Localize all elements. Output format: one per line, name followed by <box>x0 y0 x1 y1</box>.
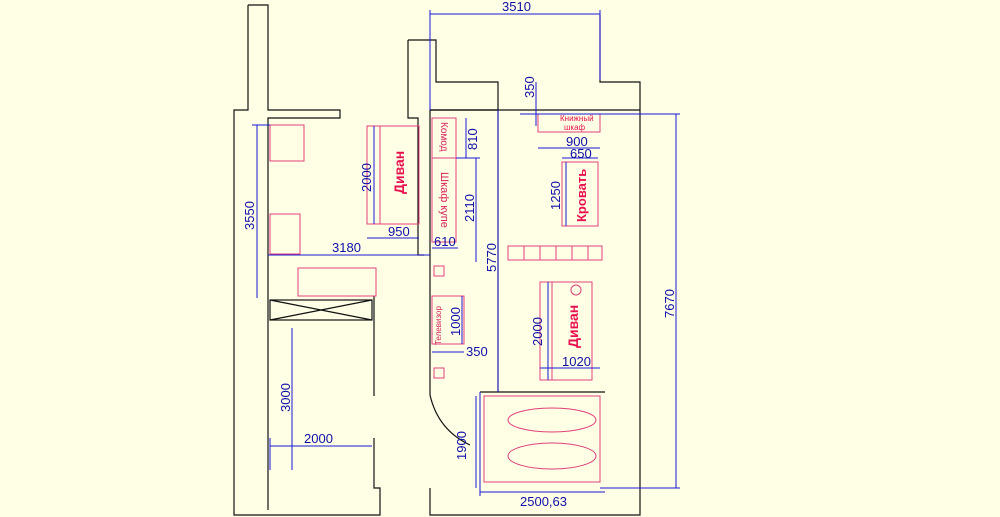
dim-top-width: 3510 <box>502 0 531 14</box>
dim-wardrobe-length: 2110 <box>462 194 477 222</box>
label-wardrobe: Шкаф купе <box>438 172 450 228</box>
dim-left-width: 3180 <box>332 240 361 255</box>
dim-sofa-left-length: 2000 <box>359 163 374 192</box>
dim-top-offset: 350 <box>522 76 537 98</box>
label-commode: Комод <box>438 122 449 152</box>
tv-rect <box>431 295 465 345</box>
left-cabinet-mid <box>269 213 301 255</box>
small-square-2 <box>433 367 445 379</box>
dim-bed-length: 1250 <box>548 181 563 210</box>
door-arc <box>429 394 471 446</box>
sink-oval-top <box>507 407 597 433</box>
label-bookshelf-2: шкаф <box>564 123 586 132</box>
left-outer-wall <box>233 5 381 516</box>
shelf-row <box>507 245 603 261</box>
dim-commode-depth: 810 <box>465 128 480 150</box>
label-bookshelf-1: Книжный <box>560 114 594 123</box>
dim-left-room-height: 3550 <box>242 201 257 230</box>
bath-rect <box>483 395 601 483</box>
lamp-circle <box>570 284 582 296</box>
dimension-texts: 3510 3550 3180 3000 2000 2000 950 810 21… <box>242 0 677 509</box>
dim-bed-width: 650 <box>570 146 592 161</box>
bed-rect <box>561 161 599 227</box>
dim-bookshelf-width: 900 <box>566 134 588 149</box>
dim-tv-length: 1000 <box>448 307 463 336</box>
left-desk <box>297 267 377 297</box>
label-tv: Телевизор <box>434 306 443 345</box>
dim-tv-depth: 350 <box>466 344 488 359</box>
label-sofa-left: Диван <box>391 151 407 194</box>
furniture <box>269 113 603 483</box>
left-cabinet-top <box>269 124 305 162</box>
center-top-wall <box>407 40 424 256</box>
dim-bath-width: 2500,63 <box>520 494 567 509</box>
center-stub <box>408 39 499 395</box>
dim-sofa-left-depth: 950 <box>388 224 410 239</box>
dim-sofa-right-length: 2000 <box>530 317 545 346</box>
furniture-labels: Диван Комод Шкаф купе Книжный шкаф Крова… <box>391 114 594 348</box>
label-sofa-right: Диван <box>565 305 581 348</box>
dim-bath-height: 1900 <box>454 431 469 460</box>
dim-balcony-width: 2000 <box>304 431 333 446</box>
dim-sofa-right-depth: 1020 <box>562 354 591 369</box>
left-wing-wall <box>248 4 341 510</box>
dim-room-height: 5770 <box>484 243 499 272</box>
dim-wardrobe-depth: 610 <box>434 234 456 249</box>
dimension-lines <box>252 10 680 496</box>
small-square-1 <box>433 265 445 277</box>
sink-oval-bottom <box>507 442 597 470</box>
sofa-left-rect <box>366 125 420 225</box>
balcony-door-x2 <box>269 299 373 321</box>
dim-balcony-height: 3000 <box>278 383 293 412</box>
wardrobe-rect <box>431 157 457 243</box>
balcony-door <box>269 299 373 321</box>
sofa-right-rect <box>539 281 593 381</box>
label-bed: Кровать <box>574 169 589 222</box>
dim-total-height: 7670 <box>662 289 677 318</box>
